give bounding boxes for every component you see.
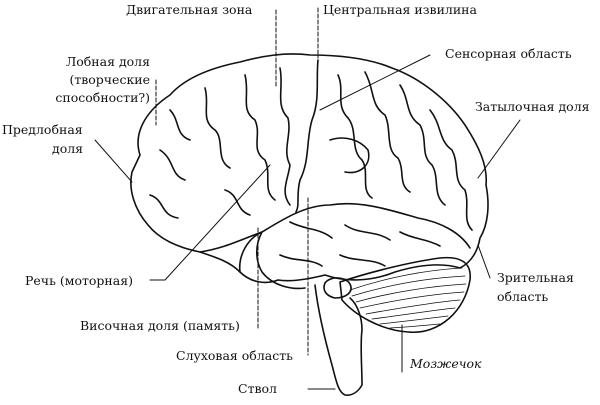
label-cerebellum: Мозжечок (410, 356, 482, 371)
label-central-gyrus: Центральная извилина (323, 2, 477, 17)
label-sensory-area: Сенсорная область (445, 46, 572, 61)
label-frontal-lobe-1: Лобная доля (65, 54, 150, 69)
label-occipital-lobe: Затылочная доля (475, 99, 590, 114)
label-motor-zone: Двигательная зона (126, 2, 253, 17)
label-temporal-lobe: Височная доля (память) (80, 318, 240, 333)
cerebrum-outline (130, 53, 489, 284)
cerebellum-outline (339, 256, 471, 333)
brainstem-outline (314, 284, 363, 396)
label-prefrontal-2: доля (52, 141, 84, 156)
label-brainstem: Ствол (238, 381, 277, 396)
label-auditory-area: Слуховая область (176, 348, 293, 363)
label-frontal-lobe-3: способности?) (55, 90, 150, 105)
label-visual-2: область (497, 289, 549, 304)
label-visual-1: Зрительная (497, 270, 574, 285)
label-prefrontal-1: Предлобная (2, 122, 83, 137)
label-speech-motor: Речь (моторная) (25, 273, 133, 288)
label-frontal-lobe-2: (творческие (69, 72, 150, 87)
